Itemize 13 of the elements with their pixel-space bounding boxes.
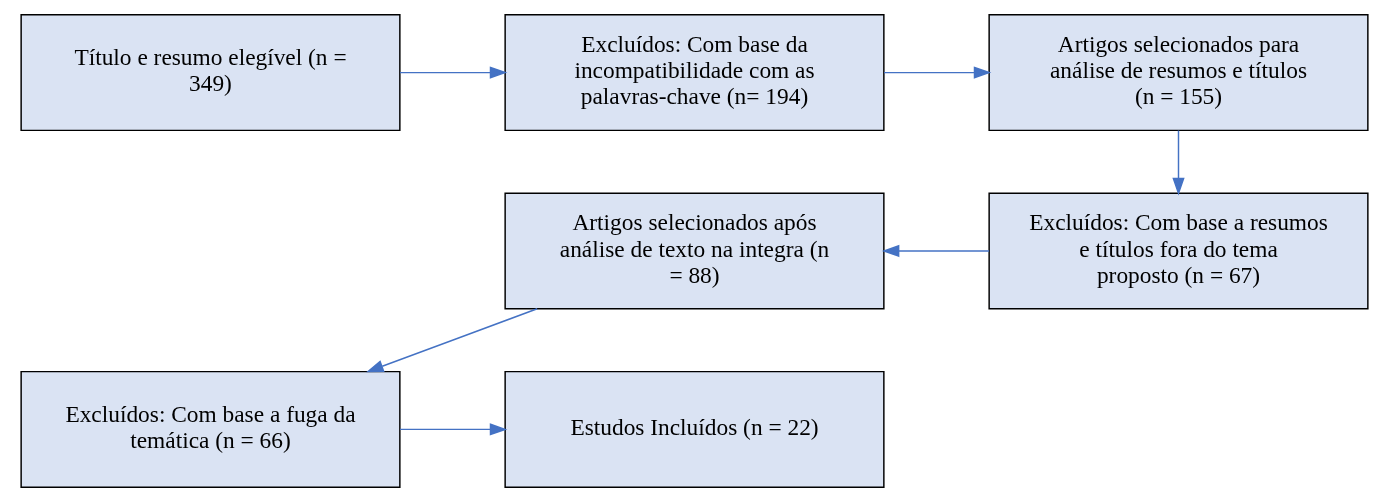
arrow	[366, 307, 538, 372]
arrow	[399, 422, 508, 436]
arrow	[1172, 129, 1185, 195]
arrow	[881, 244, 990, 257]
arrow	[883, 65, 992, 79]
arrow	[399, 65, 508, 79]
node-box: Excluídos: Com base da incompatibilidade com as palavras-chave (n= 194)	[504, 13, 885, 131]
node-box: Artigos selecionados para análise de resumos e títulos (n = 155)	[988, 13, 1369, 131]
node-box: Excluídos: Com base a resumos e títulos fora do tema proposto (n = 67)	[988, 192, 1369, 309]
node-box: Artigos selecionados após análise de texto na integra (n = 88)	[504, 192, 885, 309]
node-box: Título e resumo elegível (n = 349)	[20, 13, 401, 131]
node-box: Excluídos: Com base a fuga da temática (n = 66)	[20, 370, 401, 488]
node-box: Estudos Incluídos (n = 22)	[504, 370, 885, 488]
